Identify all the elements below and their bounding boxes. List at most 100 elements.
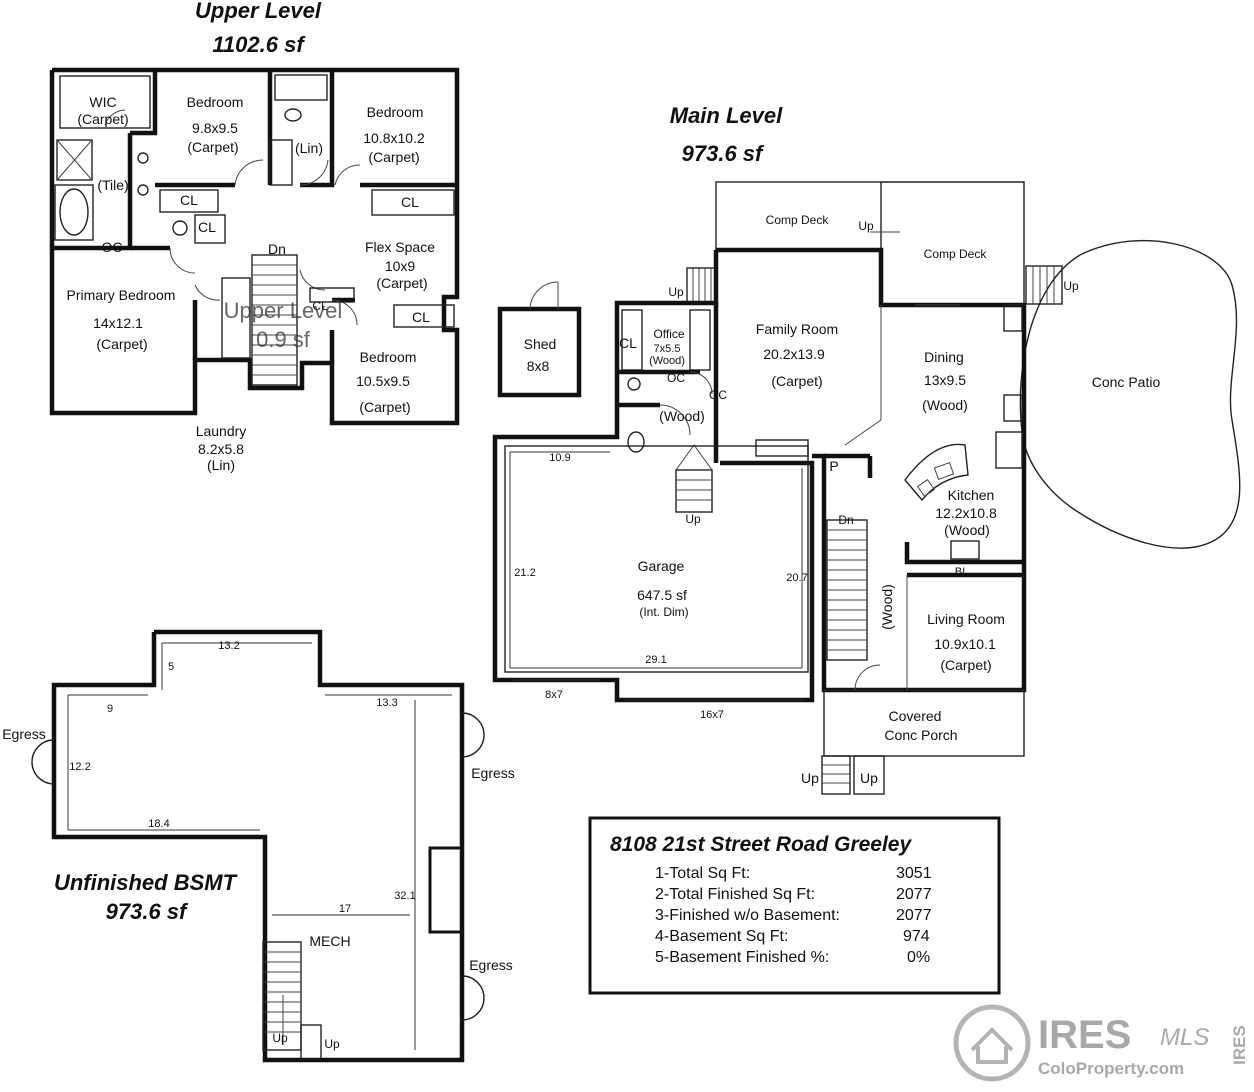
steps-right-up: Up bbox=[1063, 279, 1079, 293]
kitchen-floor: (Wood) bbox=[944, 522, 990, 538]
tub bbox=[54, 184, 94, 241]
office-label: Office bbox=[653, 327, 684, 341]
upper-toilet bbox=[284, 108, 302, 122]
upper-level-plan: Upper Level 1102.6 sf bbox=[49, 0, 460, 473]
mech-label: MECH bbox=[309, 933, 350, 949]
office-cl-label: CL bbox=[619, 335, 637, 351]
bedroom2-floor: (Carpet) bbox=[368, 149, 419, 165]
shower bbox=[56, 139, 93, 181]
sink-2 bbox=[137, 184, 149, 196]
ghost-level-label: Upper Level bbox=[224, 298, 343, 323]
powder-sink bbox=[627, 377, 641, 391]
bsmt-dim-32-1: 32.1 bbox=[394, 890, 415, 902]
bsmt-dim-13-2: 13.2 bbox=[218, 640, 239, 652]
bsmt-area: 973.6 sf bbox=[106, 899, 189, 924]
stats-border bbox=[588, 816, 1001, 995]
bsmt-dim-9: 9 bbox=[107, 703, 113, 715]
stat-label-5: 5-Basement Finished %: bbox=[655, 949, 829, 966]
bsmt-dim-17: 17 bbox=[339, 903, 351, 915]
family-label: Family Room bbox=[756, 321, 838, 337]
primary-floor: (Carpet) bbox=[96, 336, 147, 352]
fireplace bbox=[755, 439, 809, 457]
garage-door-2-label: 16x7 bbox=[700, 709, 724, 721]
railing bbox=[309, 287, 355, 303]
dn-label: Dn bbox=[268, 241, 286, 257]
living-label: Living Room bbox=[927, 611, 1005, 627]
conc-patio-label: Conc Patio bbox=[1092, 374, 1161, 390]
built-in-label: BI bbox=[955, 566, 965, 578]
egress-well-1 bbox=[31, 739, 55, 785]
cl-label-5: CL bbox=[312, 299, 328, 313]
steps-left-up: Up bbox=[668, 285, 684, 299]
primary-dim: 14x12.1 bbox=[93, 315, 143, 331]
garage-interior bbox=[504, 445, 809, 673]
egress-label-3: Egress bbox=[469, 957, 513, 973]
property-address: 8108 21st Street Road Greeley bbox=[610, 833, 912, 856]
basement-plan: Unfinished BSMT 973.6 sf Egress Egress E… bbox=[2, 629, 515, 1063]
flex-floor: (Carpet) bbox=[376, 275, 427, 291]
main-level-title: Main Level bbox=[670, 103, 783, 128]
office-dim: 7x5.5 bbox=[654, 343, 681, 355]
family-floor: (Carpet) bbox=[771, 373, 822, 389]
kitchen-counter bbox=[904, 542, 1024, 565]
main-level-area: 973.6 sf bbox=[682, 141, 765, 166]
covered-porch bbox=[823, 689, 1025, 757]
garage-note: (Int. Dim) bbox=[639, 605, 688, 619]
upper-tub bbox=[274, 74, 328, 101]
garage-steps bbox=[675, 469, 713, 513]
ghost-area-label: 0.9 sf bbox=[256, 327, 311, 352]
stat-label-3: 3-Finished w/o Basement: bbox=[655, 907, 840, 924]
main-dn-label: Dn bbox=[838, 513, 853, 527]
shed-outline bbox=[497, 306, 582, 398]
garage-dim-right: 20.7 bbox=[786, 572, 807, 584]
cl-box-4 bbox=[194, 214, 226, 244]
pantry-label: P bbox=[829, 458, 838, 474]
garage-dim-left: 21.2 bbox=[514, 567, 535, 579]
porch-up-2: Up bbox=[860, 770, 878, 786]
flex-dim: 10x9 bbox=[385, 258, 416, 274]
porch-label-2: Conc Porch bbox=[884, 727, 957, 743]
garage-label: Garage bbox=[638, 558, 685, 574]
bedroom3-label: Bedroom bbox=[360, 349, 417, 365]
upper-level-area: 1102.6 sf bbox=[212, 32, 306, 57]
bath-floor-label: (Tile) bbox=[97, 177, 128, 193]
family-dim: 20.2x13.9 bbox=[763, 346, 825, 362]
bsmt-dim-12-2: 12.2 bbox=[69, 761, 90, 773]
cl-box-1 bbox=[159, 189, 219, 213]
wic-wall bbox=[130, 70, 158, 136]
laundry-dim: 8.2x5.8 bbox=[198, 441, 244, 457]
garage-dim-bottom: 29.1 bbox=[645, 654, 666, 666]
cl-box-2 bbox=[371, 189, 455, 216]
bsmt-title: Unfinished BSMT bbox=[54, 870, 238, 895]
bedroom1-label: Bedroom bbox=[187, 94, 244, 110]
property-stats-box: 8108 21st Street Road Greeley 1-Total Sq… bbox=[588, 816, 1001, 995]
main-oc-2: OC bbox=[709, 388, 727, 402]
garage-area: 647.5 sf bbox=[637, 587, 687, 603]
ires-mls: MLS bbox=[1160, 1024, 1209, 1051]
shed-dim: 8x8 bbox=[527, 358, 550, 374]
porch-steps-1 bbox=[821, 755, 851, 795]
dining-label: Dining bbox=[924, 349, 964, 365]
kitchen-dim: 12.2x10.8 bbox=[935, 505, 997, 521]
window-box bbox=[1003, 304, 1023, 332]
main-level-plan: Main Level 973.6 sf Comp Deck Comp Deck … bbox=[492, 103, 1241, 795]
bsmt-wall-notch bbox=[428, 846, 464, 934]
primary-label: Primary Bedroom bbox=[67, 287, 176, 303]
garage-door-1-label: 8x7 bbox=[545, 689, 563, 701]
porch-steps-2 bbox=[853, 755, 885, 795]
ires-brand: IRES bbox=[1038, 1013, 1131, 1057]
hall-wood-label: (Wood) bbox=[659, 408, 705, 424]
main-oc-1: OC bbox=[667, 371, 685, 385]
bedroom2-label: Bedroom bbox=[367, 104, 424, 120]
garage-up-label: Up bbox=[685, 512, 701, 526]
laundry-floor: (Lin) bbox=[207, 457, 235, 473]
garage-dim-top: 10.9 bbox=[549, 452, 570, 464]
stat-value-3: 2077 bbox=[896, 907, 932, 924]
office-built-in bbox=[689, 309, 711, 371]
bedroom1-dim: 9.8x9.5 bbox=[192, 120, 238, 136]
bedroom2-left-wall bbox=[300, 70, 335, 188]
dining-dim: 13x9.5 bbox=[924, 372, 966, 388]
living-dim: 10.9x10.1 bbox=[934, 636, 996, 652]
upper-toilet-2 bbox=[172, 220, 188, 236]
ires-site: ColoProperty.com bbox=[1038, 1059, 1184, 1078]
